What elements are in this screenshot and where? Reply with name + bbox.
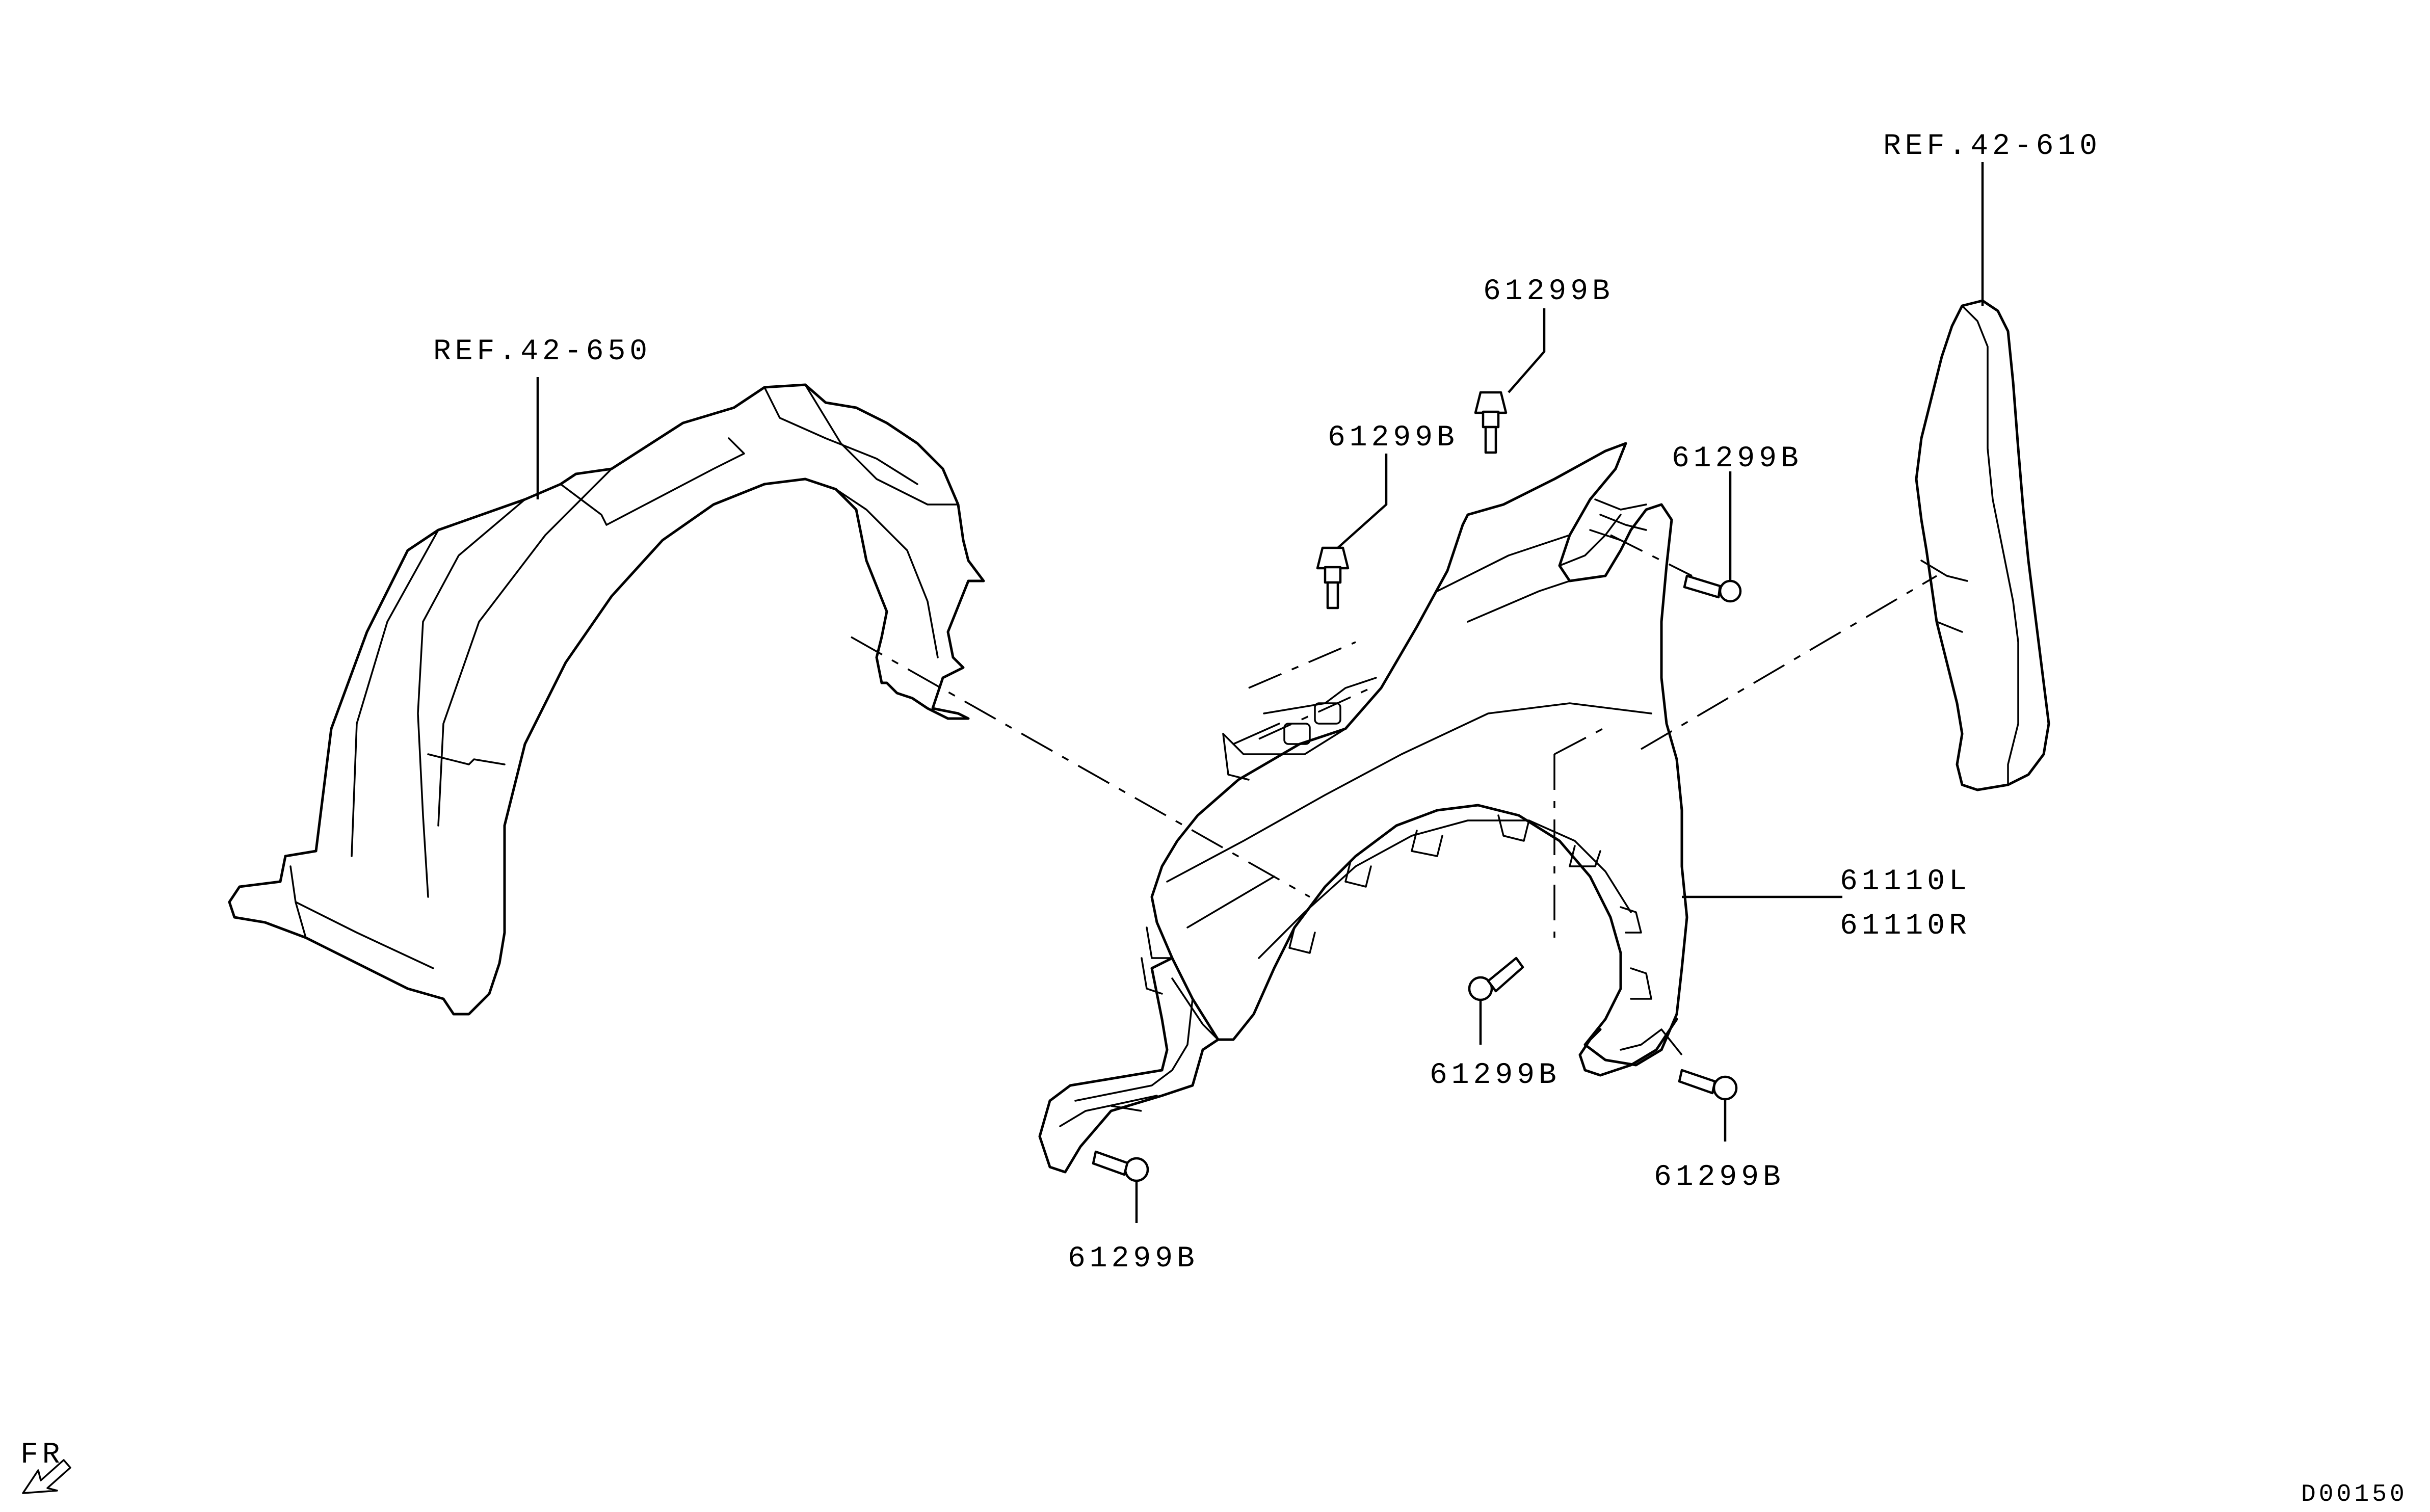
drawing-number: D00150: [2301, 1481, 2408, 1508]
callout-bolt-lower-center: 61299B: [1430, 1059, 1561, 1092]
callout-bolt-lower-left: 61299B: [1068, 1242, 1199, 1276]
bolt-top: [1474, 391, 1508, 454]
fender-liner: [228, 383, 985, 1016]
bolt-upper-right: [1683, 574, 1742, 603]
side-panel: [1915, 299, 2050, 791]
leader-lines: [536, 162, 1984, 1223]
bolt-lower-left: [1092, 1150, 1149, 1182]
callout-bolt-lower-right: 61299B: [1654, 1161, 1785, 1194]
front-direction-arrow-icon: [22, 1459, 71, 1494]
front-fender: [1038, 442, 1688, 1174]
bolt-lower-center: [1468, 957, 1524, 1001]
bolt-upper-left: [1316, 546, 1350, 609]
bolt-lower-right: [1678, 1069, 1738, 1101]
front-direction-label: FR: [20, 1439, 64, 1472]
callout-ref-panel: REF.42-610: [1883, 130, 2101, 163]
callout-ref-liner: REF.42-650: [433, 335, 651, 368]
callout-bolt-top: 61299B: [1483, 275, 1614, 308]
callout-bolt-upper-right: 61299B: [1672, 442, 1803, 475]
callout-fender-left: 61110L: [1840, 865, 1971, 898]
alignment-lines: [851, 534, 1937, 1112]
callout-bolt-upper-left: 61299B: [1328, 421, 1459, 455]
callout-fender-right: 61110R: [1840, 910, 1971, 943]
